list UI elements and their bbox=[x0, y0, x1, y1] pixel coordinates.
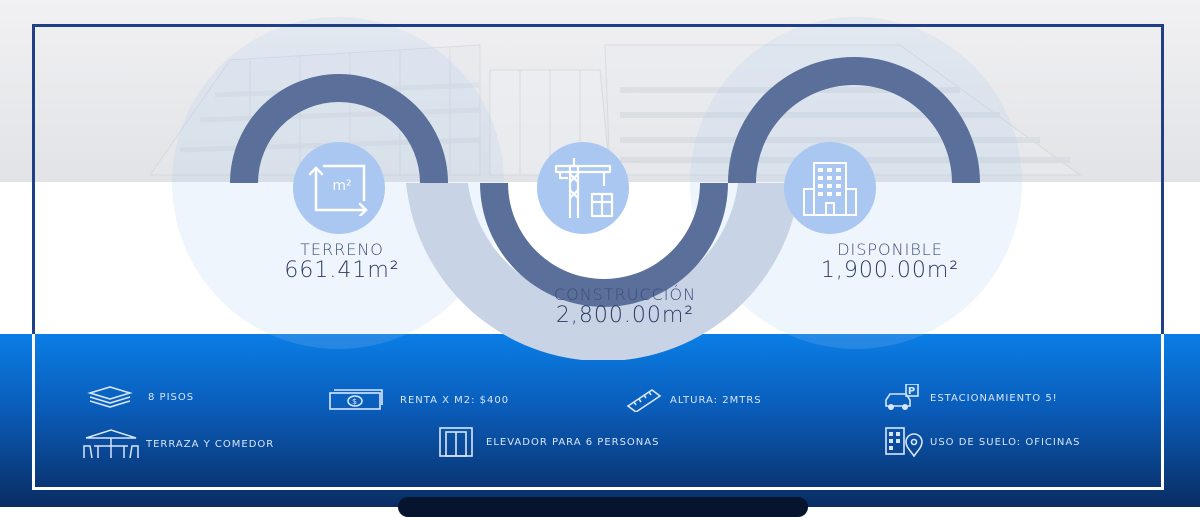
feature-altura: ALTURA: 2MTRS bbox=[626, 388, 762, 412]
features-panel-background bbox=[0, 334, 1200, 507]
wave-trough-middle bbox=[480, 183, 728, 307]
wave-light-ring bbox=[406, 183, 800, 360]
feature-pisos: 8 PISOS bbox=[86, 385, 194, 409]
disponible-icon-circle bbox=[784, 142, 876, 234]
feature-elevador-label: ELEVADOR PARA 6 PERSONAS bbox=[486, 436, 660, 448]
wave-arch-right bbox=[728, 57, 980, 183]
disponible-value: 1,900.00m² bbox=[820, 258, 960, 283]
floors-stack-icon bbox=[87, 386, 133, 408]
features-frame bbox=[32, 334, 1164, 490]
feature-altura-label: ALTURA: 2MTRS bbox=[670, 394, 762, 406]
feature-elevador: ELEVADOR PARA 6 PERSONAS bbox=[438, 426, 659, 458]
feature-terraza: TERRAZA Y COMEDOR bbox=[80, 428, 274, 460]
money-bill-icon: $ bbox=[329, 389, 383, 410]
ruler-icon bbox=[626, 389, 662, 412]
office-building-icon bbox=[803, 162, 857, 216]
bottom-navigation-pill bbox=[398, 497, 808, 517]
svg-text:$: $ bbox=[352, 397, 358, 406]
construccion-label: CONSTRUCCIÓN bbox=[553, 285, 697, 304]
disponible-metric: DISPONIBLE 1,900.00m² bbox=[785, 241, 995, 283]
elevator-icon bbox=[439, 427, 473, 457]
svg-text:m²: m² bbox=[332, 178, 351, 194]
construccion-value: 2,800.00m² bbox=[555, 303, 695, 328]
terrace-table-icon bbox=[83, 429, 139, 459]
feature-terraza-label: TERRAZA Y COMEDOR bbox=[146, 438, 275, 450]
feature-renta-label: RENTA X M2: $400 bbox=[400, 394, 510, 406]
feature-renta: $ RENTA X M2: $400 bbox=[326, 388, 509, 412]
terreno-value: 661.41m² bbox=[284, 258, 400, 283]
construccion-icon-circle bbox=[537, 142, 629, 234]
terreno-metric: TERRENO 661.41m² bbox=[272, 241, 412, 283]
terreno-label: TERRENO bbox=[300, 240, 384, 259]
feature-uso-suelo-label: USO DE SUELO: OFICINAS bbox=[930, 436, 1081, 448]
feature-estacionamiento: P ESTACIONAMIENTO 5! bbox=[884, 384, 1058, 412]
disponible-label: DISPONIBLE bbox=[837, 240, 943, 259]
wave-arch-left bbox=[230, 74, 448, 183]
construccion-metric: CONSTRUCCIÓN 2,800.00m² bbox=[505, 286, 745, 328]
feature-pisos-label: 8 PISOS bbox=[148, 391, 195, 403]
terreno-icon-circle: m² bbox=[293, 142, 385, 234]
office-location-icon bbox=[885, 427, 923, 458]
crane-construction-icon bbox=[554, 158, 614, 218]
area-m2-icon: m² bbox=[308, 164, 368, 216]
feature-estacionamiento-label: ESTACIONAMIENTO 5! bbox=[930, 392, 1058, 404]
svg-text:P: P bbox=[908, 386, 916, 397]
parking-car-icon: P bbox=[885, 384, 919, 410]
feature-uso-suelo: USO DE SUELO: OFICINAS bbox=[884, 426, 1081, 458]
